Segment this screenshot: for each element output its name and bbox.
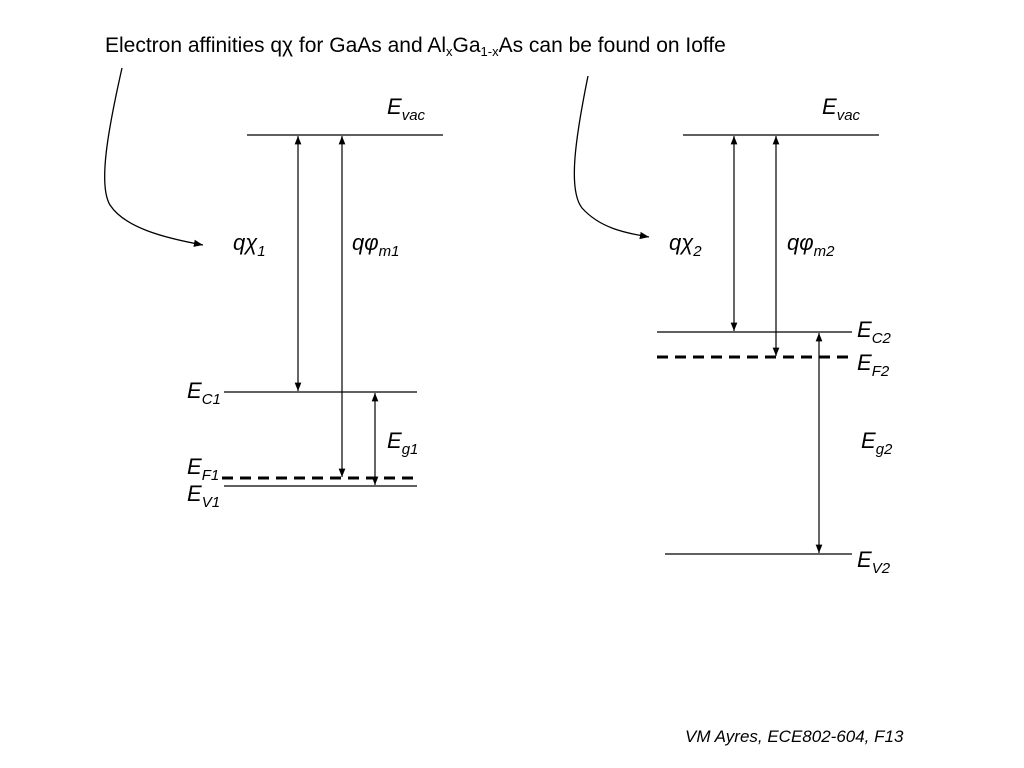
right-ev-label: EV2 [857, 547, 891, 577]
left-qphi-label: qφm1 [352, 230, 400, 260]
left-ev-label: EV1 [187, 481, 221, 511]
right-qchi-label: qχ2 [669, 230, 702, 260]
footer-credit: VM Ayres, ECE802-604, F13 [685, 727, 904, 746]
right-ef-label: EF2 [857, 350, 890, 380]
right-evac-label: Evac [822, 94, 861, 124]
right-ec-label: EC2 [857, 317, 891, 347]
left-eg-label: Eg1 [387, 428, 419, 458]
right-qphi-label: qφm2 [787, 230, 835, 260]
left-ec-label: EC1 [187, 378, 221, 408]
slide-title: Electron affinities qχ for GaAs and AlxG… [105, 34, 726, 59]
left-evac-label: Evac [387, 94, 426, 124]
left-ef-label: EF1 [187, 454, 220, 484]
right-eg-label: Eg2 [861, 428, 893, 458]
left-qchi-label: qχ1 [233, 230, 266, 260]
callout-arrow-left [104, 67, 204, 247]
callout-arrow-right [573, 75, 650, 240]
